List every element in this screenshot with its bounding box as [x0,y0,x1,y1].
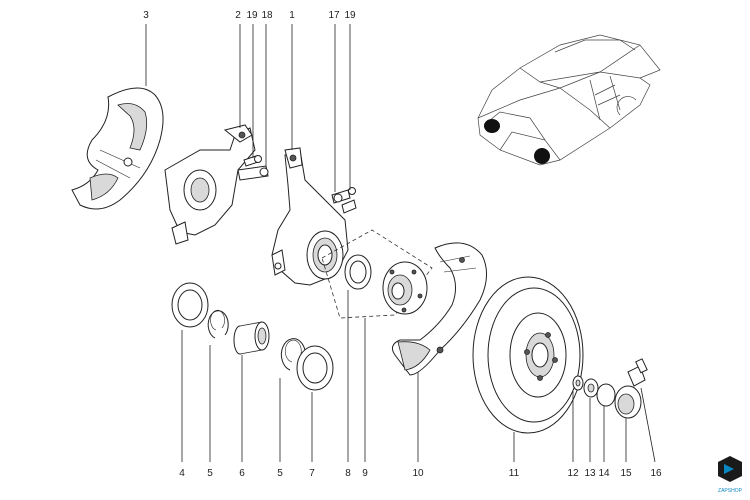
callout-13: 13 [584,468,596,479]
seal-7 [296,345,334,391]
callout-18: 18 [261,10,273,21]
washer-12 [572,375,584,391]
callout-4: 4 [179,468,185,479]
callout-12: 12 [567,468,579,479]
zapshop-logo-icon: ZAPSHOP [718,456,743,494]
callout-19a: 19 [246,10,258,21]
callout-6: 6 [239,468,245,479]
callout-1: 1 [289,10,295,21]
callout-7: 7 [309,468,315,479]
bolt-19-18 [237,155,269,181]
callout-9: 9 [362,468,368,479]
steering-knuckle-left [164,124,256,245]
leader-lines [145,24,656,463]
brand-text: ZAPSHOP [718,488,743,494]
callout-3: 3 [143,10,149,21]
brake-shield-left [71,87,164,210]
callout-5a: 5 [207,468,213,479]
callout-17: 17 [328,10,340,21]
callout-14: 14 [598,468,610,479]
steering-knuckle-center [271,147,349,286]
brake-disc-11 [472,276,584,434]
hub-cap-15 [614,385,642,419]
bearing-6 [233,321,270,355]
callout-5b: 5 [277,468,283,479]
seal-4 [171,282,209,328]
callout-16: 16 [650,468,662,479]
wheel-bolt-16 [627,358,648,387]
callout-11: 11 [509,468,520,479]
bolt-17-19 [331,187,357,214]
brake-shield-right [391,242,487,376]
callout-labels: 3 2 19 18 1 17 19 4 5 6 5 7 8 9 10 11 12… [143,10,662,479]
wheel-hub-9 [382,261,428,315]
callout-10: 10 [412,468,424,479]
callout-8: 8 [345,468,351,479]
kit-outline [321,229,433,319]
circlip-5a [207,310,229,339]
car-locator-illustration [477,34,661,166]
seal-ring-8 [344,254,372,290]
callout-2: 2 [235,10,241,21]
callout-15: 15 [620,468,632,479]
callout-19b: 19 [344,10,356,21]
nut-13 [583,378,599,398]
ring-14 [596,383,616,407]
